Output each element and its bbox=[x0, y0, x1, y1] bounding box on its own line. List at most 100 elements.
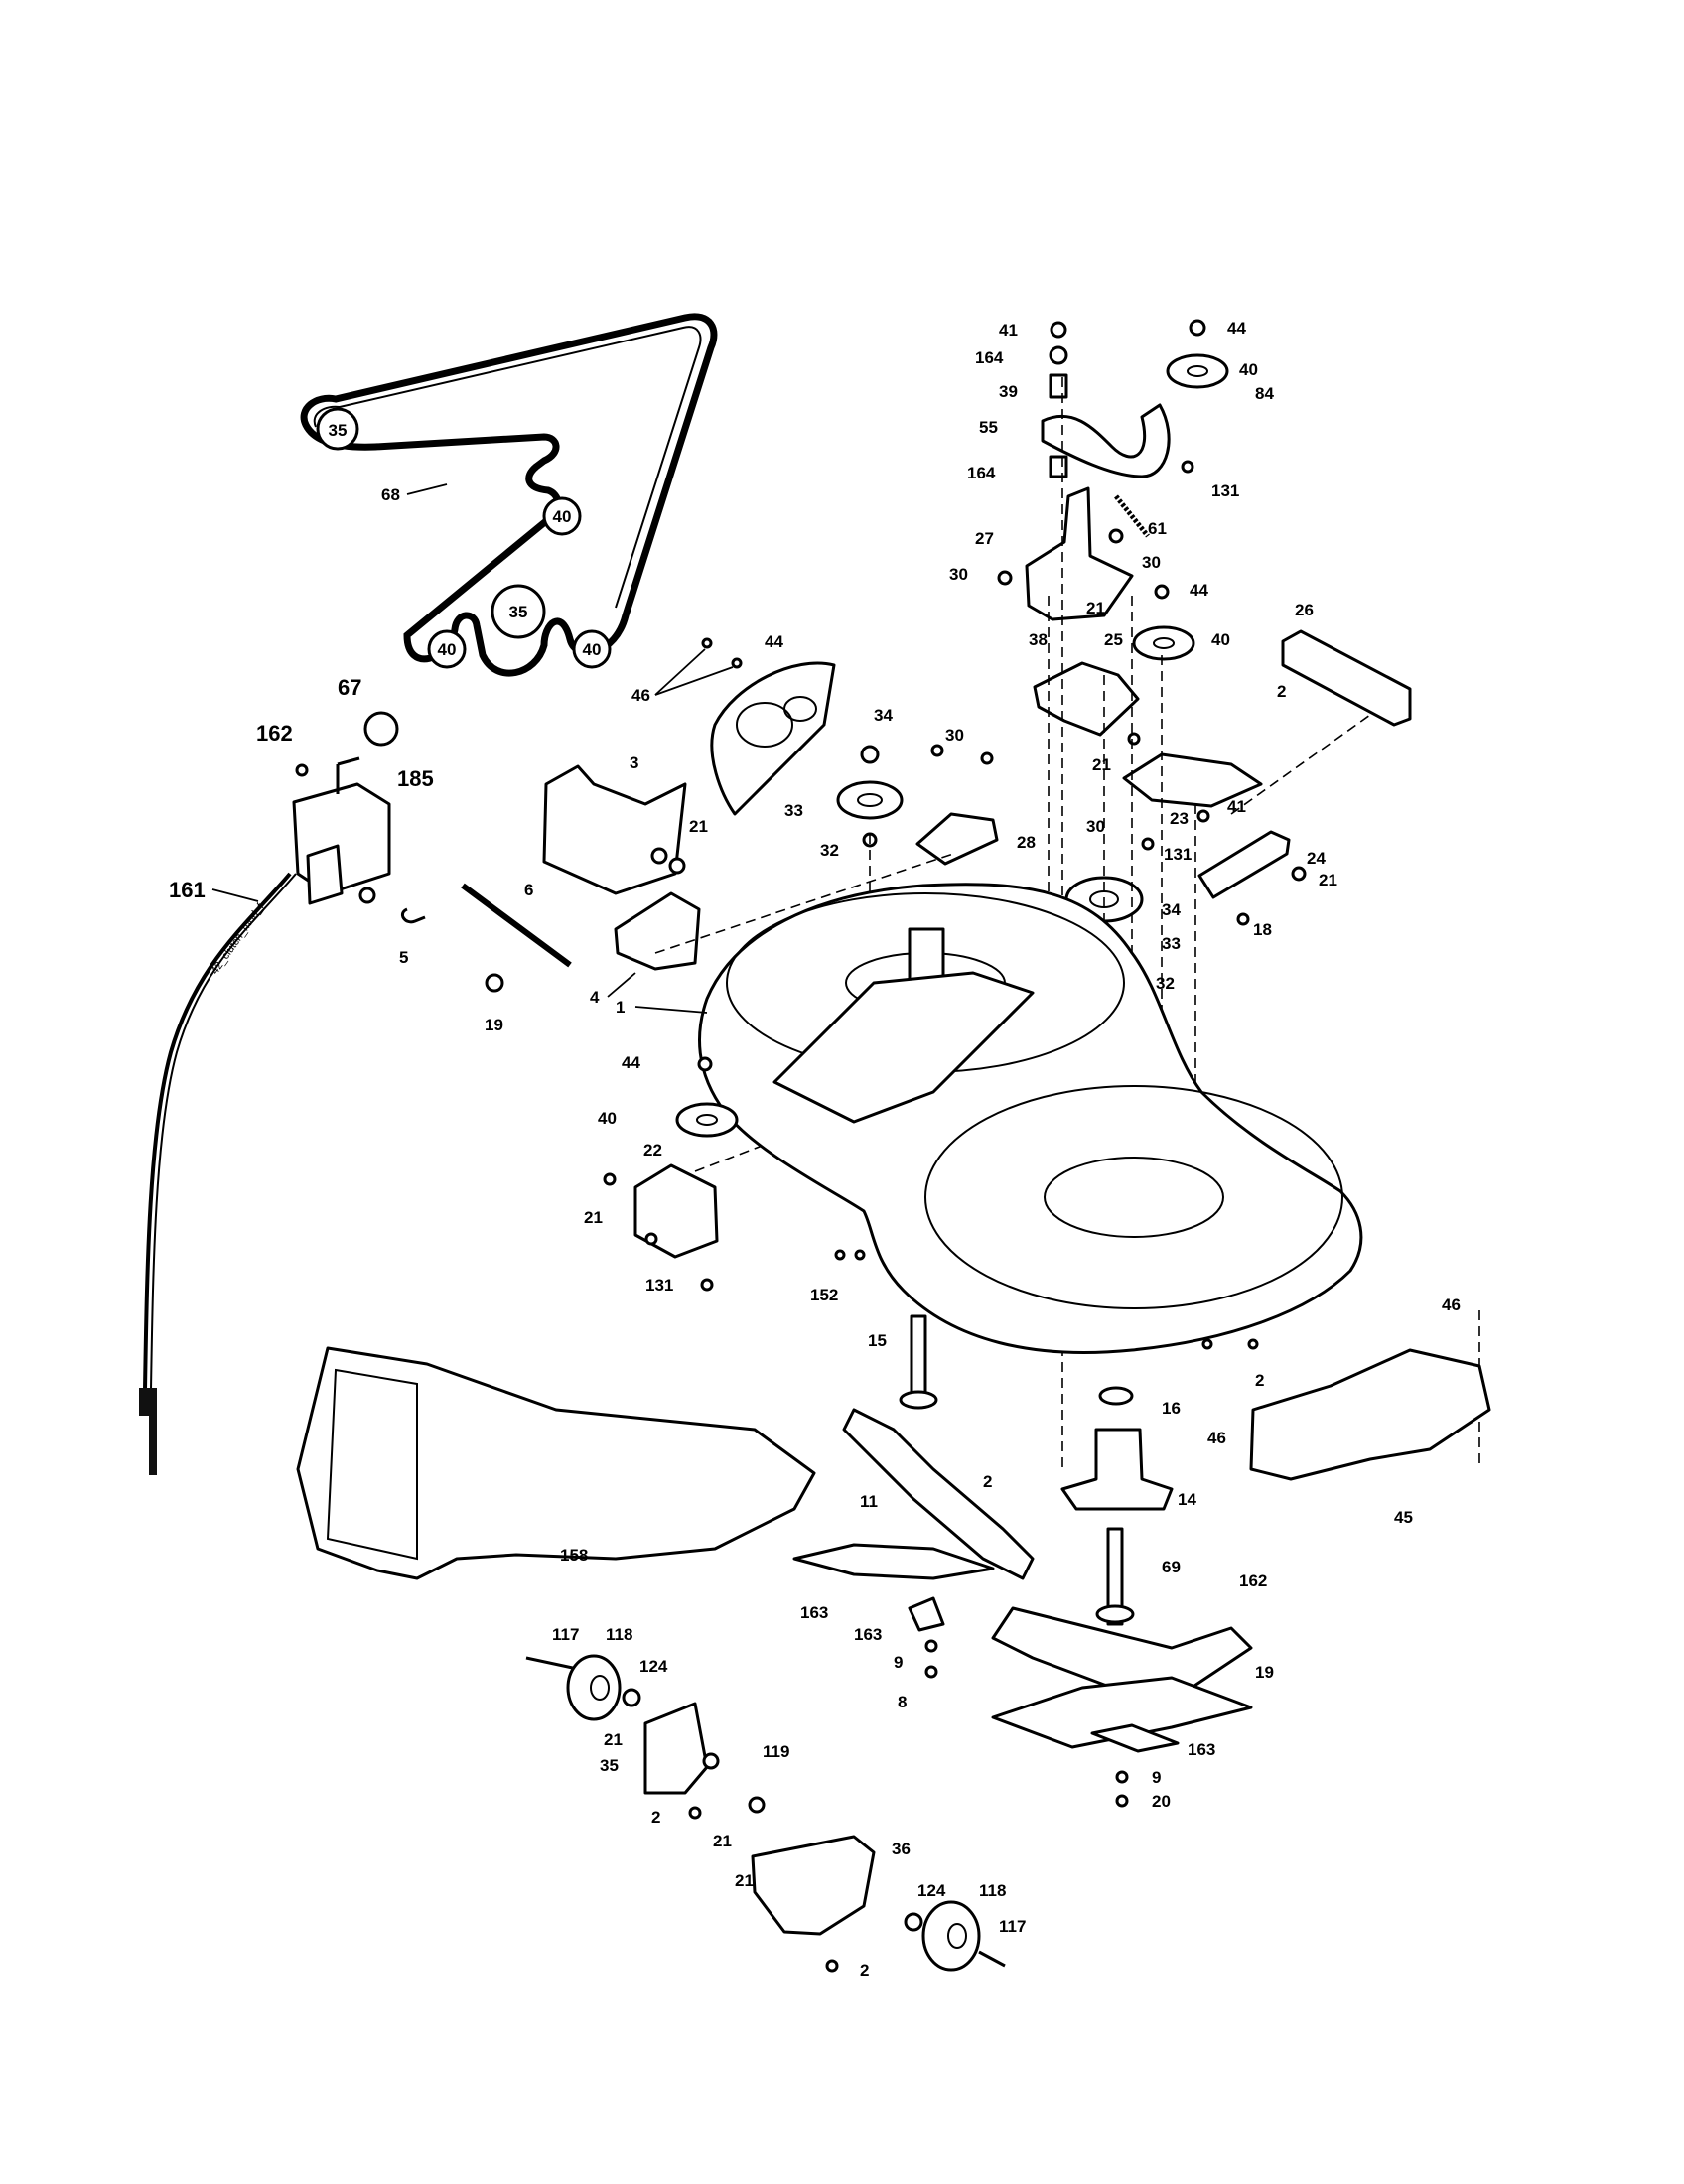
callout-30-mid: 30 bbox=[945, 726, 964, 745]
callout-21-left2: 21 bbox=[584, 1208, 603, 1227]
callout-2-wheel-a: 2 bbox=[651, 1808, 660, 1827]
callout-16: 19 bbox=[1255, 1663, 1274, 1682]
callout-40-top: 41 bbox=[999, 321, 1018, 340]
part-5-pin bbox=[401, 907, 426, 924]
part-27-bracket bbox=[1025, 486, 1134, 621]
callout-2-center: 2 bbox=[983, 1472, 992, 1491]
part-28-bracket bbox=[915, 812, 999, 866]
part-19-bolt bbox=[485, 973, 504, 993]
part-55-idler-arm bbox=[1041, 403, 1171, 478]
callout-25: 24 bbox=[1307, 849, 1326, 868]
callout-40-mid: 41 bbox=[1227, 797, 1246, 816]
part-40-nut bbox=[1050, 321, 1067, 339]
part-163-blade bbox=[991, 1606, 1253, 1690]
callout-131: 158 bbox=[560, 1546, 588, 1565]
callout-41-left: 44 bbox=[622, 1053, 640, 1072]
part-162-washer-a bbox=[908, 1596, 945, 1632]
callout-2-wheel-b: 2 bbox=[860, 1961, 869, 1979]
callout-36-left: 40 bbox=[598, 1109, 617, 1128]
callout-162-a: 163 bbox=[854, 1625, 882, 1644]
callout-15: 16 bbox=[1162, 1399, 1181, 1418]
callout-32-a: 33 bbox=[784, 801, 803, 820]
part-14-housing bbox=[1060, 1428, 1174, 1511]
drive-belt: 35 40 35 40 40 bbox=[300, 313, 718, 677]
part-32-pulley-a bbox=[836, 780, 904, 820]
callout-118: 119 bbox=[763, 1742, 789, 1761]
part-117-wheel-a bbox=[566, 1654, 622, 1721]
part-44-cover bbox=[710, 661, 836, 816]
callout-185: 185 bbox=[397, 766, 434, 791]
callout-119-b: 124 bbox=[917, 1881, 946, 1900]
callout-9-a: 9 bbox=[894, 1653, 903, 1672]
callout-55: 55 bbox=[979, 418, 998, 437]
cable-end bbox=[139, 1388, 157, 1416]
callout-124-left: 131 bbox=[645, 1276, 673, 1295]
callout-161: 163 bbox=[800, 1603, 828, 1622]
callout-152: 161 bbox=[169, 878, 206, 902]
callout-36-belt-a: 40 bbox=[553, 507, 572, 526]
callout-6: 6 bbox=[524, 881, 533, 899]
part-34-bracket bbox=[643, 1702, 709, 1795]
callout-28: 28 bbox=[1017, 833, 1036, 852]
part-36-pulley-mid bbox=[1132, 625, 1195, 661]
callout-2-deck: 2 bbox=[1255, 1371, 1264, 1390]
part-36-pulley-left bbox=[675, 1102, 739, 1138]
part-24-bracket bbox=[1033, 661, 1140, 737]
callout-117-b: 118 bbox=[979, 1881, 1006, 1900]
callout-164-top: 164 bbox=[975, 348, 1004, 367]
callout-41-mid: 44 bbox=[1190, 581, 1208, 600]
callout-4: 4 bbox=[590, 988, 600, 1007]
callout-163: 162 bbox=[1239, 1571, 1267, 1590]
callout-31-a: 32 bbox=[820, 841, 839, 860]
part-164-bushing bbox=[1049, 455, 1068, 478]
callout-21-wheel-b: 21 bbox=[713, 1832, 732, 1850]
callout-14: 14 bbox=[1178, 1490, 1196, 1509]
callout-23: 23 bbox=[1170, 809, 1189, 828]
callout-41-top: 44 bbox=[1227, 319, 1246, 338]
callout-61: 61 bbox=[1148, 519, 1167, 538]
callout-3: 3 bbox=[630, 753, 638, 772]
callout-67: 67 bbox=[338, 675, 361, 700]
callout-22: 22 bbox=[643, 1141, 662, 1160]
part-38-spacer bbox=[1049, 373, 1068, 399]
callout-46-top: 46 bbox=[632, 686, 650, 705]
part-1-deck bbox=[698, 883, 1363, 1354]
callout-35: 36 bbox=[892, 1840, 911, 1858]
callout-45: 45 bbox=[1394, 1508, 1413, 1527]
part-4-bracket bbox=[614, 891, 701, 971]
part-36-pulley-top bbox=[1166, 353, 1229, 389]
callout-21-left: 21 bbox=[689, 817, 708, 836]
callout-46-right2: 46 bbox=[1207, 1429, 1226, 1447]
callout-44: 44 bbox=[765, 632, 783, 651]
callout-18: 18 bbox=[1253, 920, 1272, 939]
part-3-bracket bbox=[542, 764, 687, 895]
callout-164-bottom: 164 bbox=[967, 464, 996, 482]
callout-46-right: 46 bbox=[1442, 1296, 1461, 1314]
part-6-rod bbox=[461, 883, 572, 968]
callout-30-b: 30 bbox=[949, 565, 968, 584]
part-33-nut-a bbox=[860, 745, 880, 764]
part-152-cable bbox=[143, 872, 292, 1391]
callout-21-mid: 21 bbox=[1086, 599, 1105, 617]
callout-8: 8 bbox=[898, 1693, 907, 1711]
callout-32-belt-a: 35 bbox=[329, 421, 348, 440]
part-16-blade bbox=[991, 1676, 1253, 1749]
callout-38: 39 bbox=[999, 382, 1018, 401]
callout-32-b: 33 bbox=[1162, 934, 1181, 953]
callout-39: 38 bbox=[1029, 630, 1048, 649]
callout-11: 11 bbox=[860, 1492, 878, 1511]
callout-36-top: 40 bbox=[1239, 360, 1258, 379]
part-15-washer bbox=[1098, 1386, 1134, 1406]
callout-119-a: 124 bbox=[639, 1657, 668, 1676]
part-69-spindle bbox=[1106, 1527, 1124, 1626]
callout-36-belt-c: 40 bbox=[583, 640, 602, 659]
part-161-blade bbox=[792, 1543, 995, 1580]
callout-31-b: 32 bbox=[1156, 974, 1175, 993]
part-131-chute bbox=[296, 1346, 816, 1580]
callout-158: 162 bbox=[256, 721, 293, 746]
callout-9-b: 9 bbox=[1152, 1768, 1161, 1787]
callout-162-b: 163 bbox=[1188, 1740, 1215, 1759]
part-25-bracket bbox=[1197, 830, 1291, 899]
callout-24: 25 bbox=[1104, 630, 1123, 649]
callout-30-a: 30 bbox=[1142, 553, 1161, 572]
